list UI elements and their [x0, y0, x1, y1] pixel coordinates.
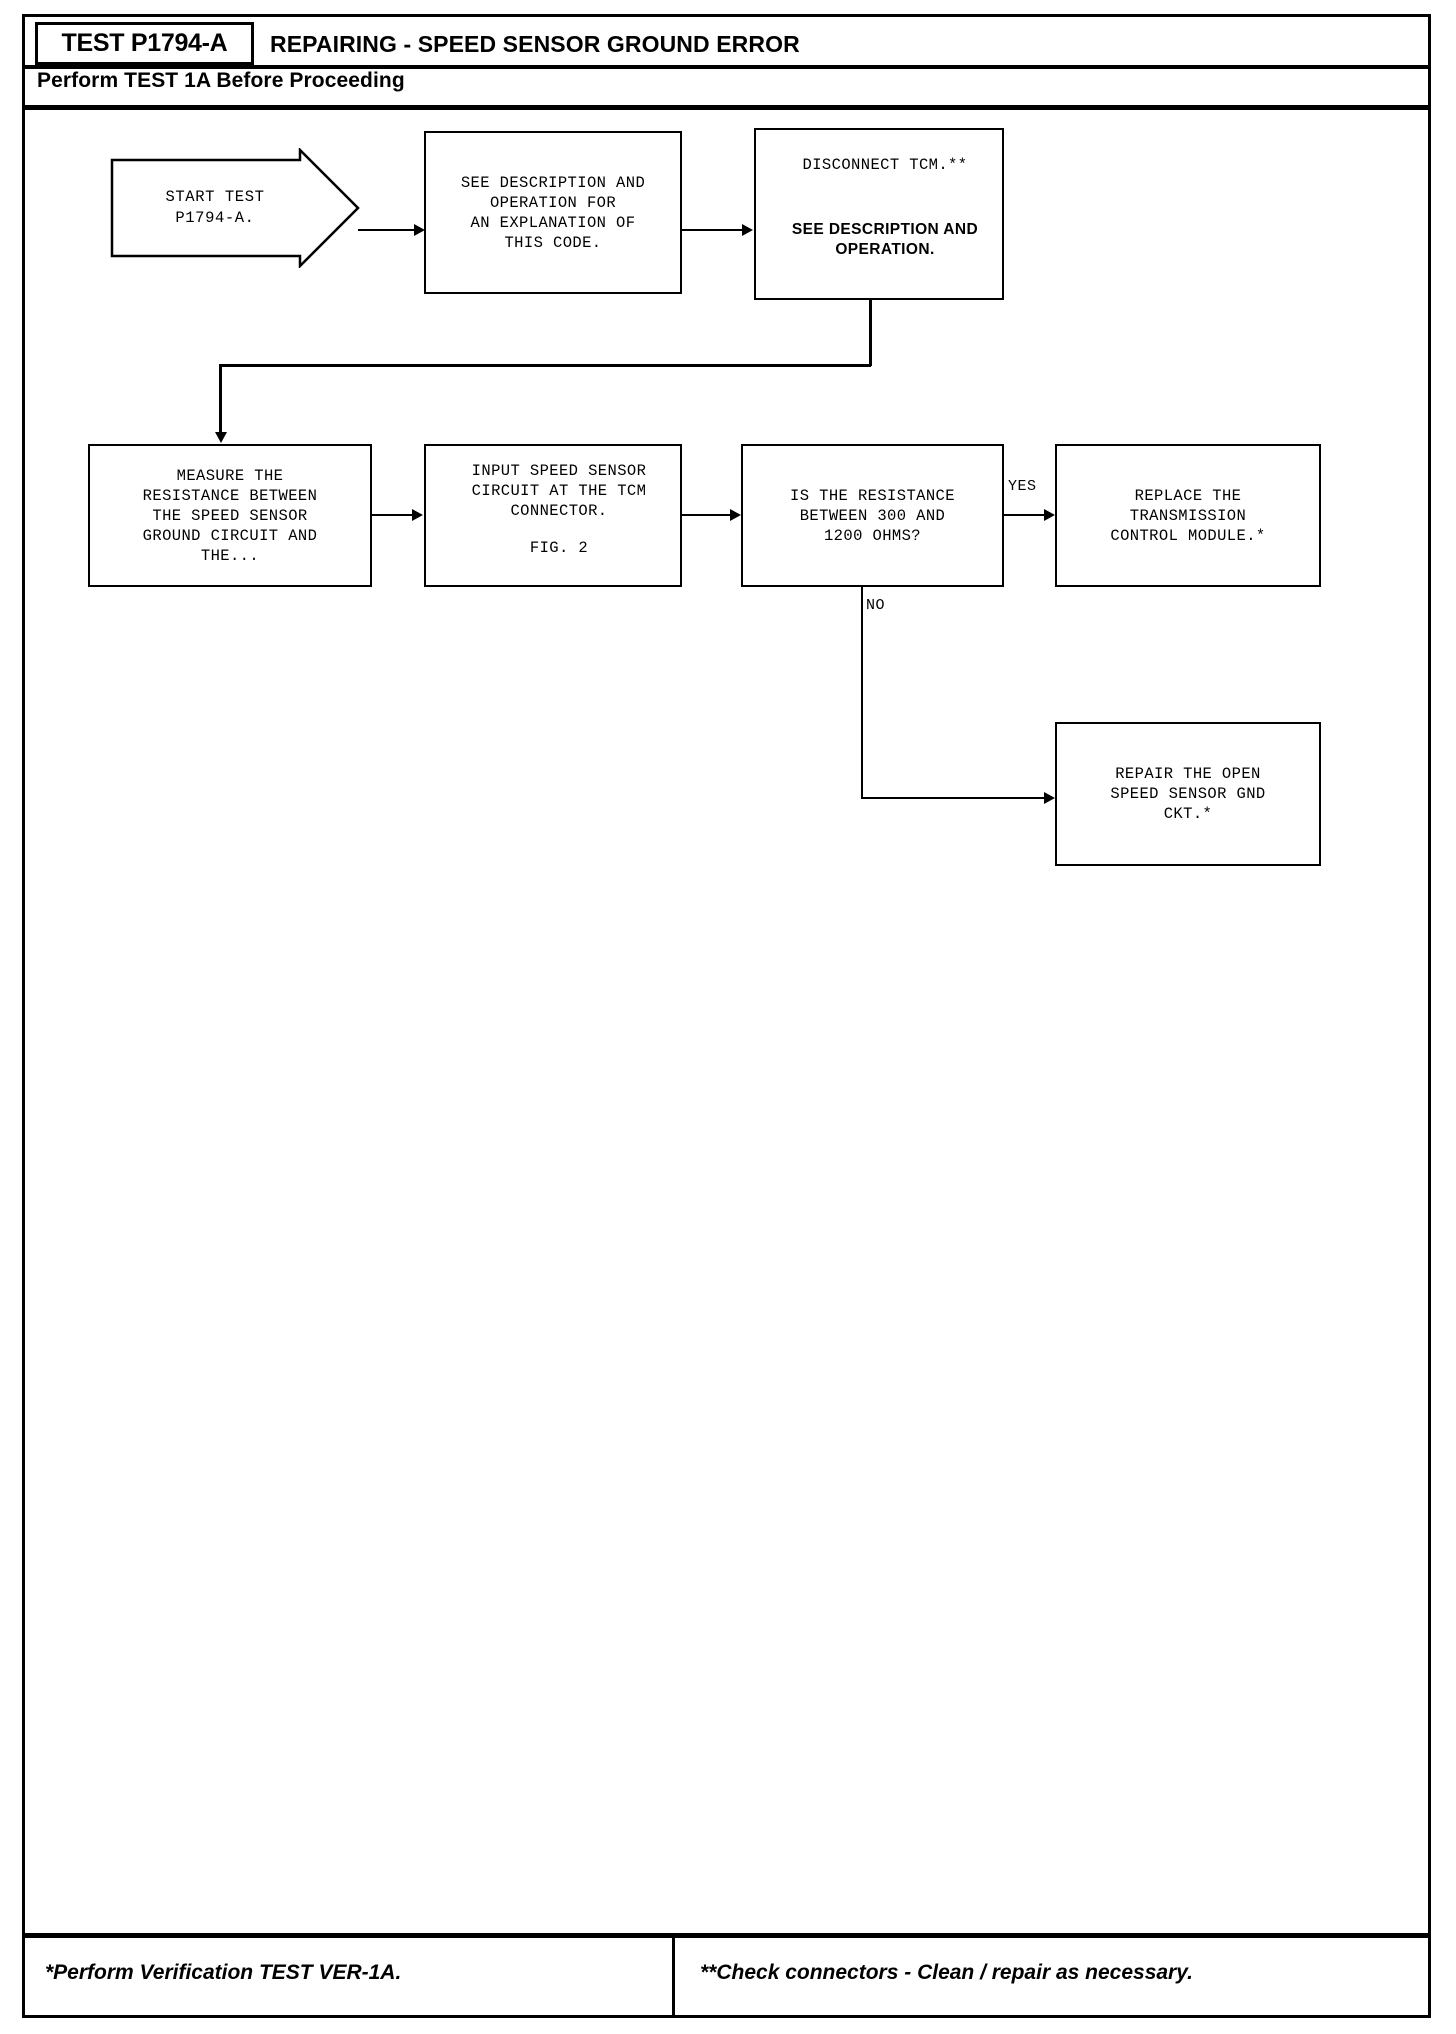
- edge-yes-line: [1004, 514, 1046, 516]
- node-replace-tcm-label: REPLACE THE TRANSMISSION CONTROL MODULE.…: [1110, 486, 1266, 545]
- node-input-speed-sensor: INPUT SPEED SENSOR CIRCUIT AT THE TCM CO…: [424, 444, 682, 587]
- node-input-speed-sensor-figure: FIG. 2: [529, 539, 589, 557]
- test-code-label: TEST P1794-A: [61, 29, 228, 57]
- test-code-box: TEST P1794-A: [35, 22, 254, 65]
- edge-no-horizontal: [861, 797, 1046, 799]
- page-title: REPAIRING - SPEED SENSOR GROUND ERROR: [270, 31, 800, 57]
- node-repair-open-ground: REPAIR THE OPEN SPEED SENSOR GND CKT.*: [1055, 722, 1321, 866]
- node-start-test-label: START TEST P1794-A.: [165, 188, 265, 227]
- node-resistance-decision: IS THE RESISTANCE BETWEEN 300 AND 1200 O…: [741, 444, 1004, 587]
- arrowhead-input-to-decision: [730, 509, 741, 521]
- footer-vertical-divider: [672, 1938, 675, 2018]
- edge-label-no: NO: [866, 597, 886, 614]
- edge-disconnect-down: [869, 300, 872, 366]
- node-repair-open-ground-label: REPAIR THE OPEN SPEED SENSOR GND CKT.*: [1110, 765, 1266, 823]
- header-bottom-divider: [25, 105, 1428, 110]
- page-header: TEST P1794-A REPAIRING - SPEED SENSOR GR…: [25, 17, 1428, 92]
- edge-measure-to-input: [372, 514, 414, 516]
- edge-input-to-decision: [682, 514, 732, 516]
- node-resistance-decision-label: IS THE RESISTANCE BETWEEN 300 AND 1200 O…: [790, 486, 955, 545]
- node-start-test: START TEST P1794-A.: [110, 148, 360, 268]
- header-divider: [25, 65, 1428, 69]
- arrowhead-description-to-disconnect: [742, 224, 753, 236]
- footer-divider-line: [25, 1933, 1428, 1938]
- edge-down-to-measure: [219, 364, 222, 436]
- arrowhead-yes: [1044, 509, 1055, 521]
- node-input-speed-sensor-label: INPUT SPEED SENSOR CIRCUIT AT THE TCM CO…: [471, 462, 647, 520]
- node-disconnect-tcm-sublabel: SEE DESCRIPTION AND OPERATION.: [791, 221, 979, 258]
- node-measure-resistance-label: MEASURE THE RESISTANCE BETWEEN THE SPEED…: [142, 466, 318, 565]
- edge-start-to-description: [358, 229, 416, 231]
- footer-right-note: **Check connectors - Clean / repair as n…: [700, 1961, 1193, 1984]
- arrowhead-measure-to-input: [412, 509, 423, 521]
- edge-no-vertical: [861, 587, 863, 799]
- edge-description-to-disconnect: [682, 229, 744, 231]
- node-see-description-operation-label: SEE DESCRIPTION AND OPERATION FOR AN EXP…: [460, 173, 646, 252]
- node-disconnect-tcm: DISCONNECT TCM.** SEE DESCRIPTION AND OP…: [754, 128, 1004, 300]
- page-border: [22, 14, 1431, 2018]
- node-replace-tcm: REPLACE THE TRANSMISSION CONTROL MODULE.…: [1055, 444, 1321, 587]
- node-disconnect-tcm-label: DISCONNECT TCM.**: [802, 156, 968, 174]
- node-see-description-operation: SEE DESCRIPTION AND OPERATION FOR AN EXP…: [424, 131, 682, 294]
- header-subtitle: Perform TEST 1A Before Proceeding: [37, 69, 405, 92]
- start-banner-shape: [110, 148, 360, 268]
- footer-left-note: *Perform Verification TEST VER-1A.: [45, 1961, 402, 1984]
- arrowhead-down-to-measure: [215, 432, 227, 443]
- arrowhead-start-to-description: [414, 224, 425, 236]
- arrowhead-no: [1044, 792, 1055, 804]
- node-measure-resistance: MEASURE THE RESISTANCE BETWEEN THE SPEED…: [88, 444, 372, 587]
- edge-label-yes: YES: [1008, 478, 1037, 495]
- edge-disconnect-left: [219, 364, 871, 367]
